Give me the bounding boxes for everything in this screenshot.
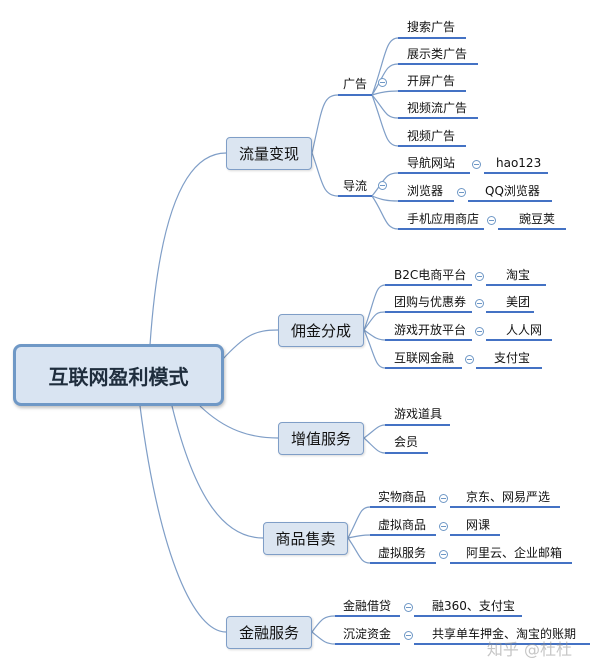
leaf-topic[interactable]: 游戏道具	[394, 407, 443, 421]
collapse-icon[interactable]	[439, 522, 448, 531]
example-topic[interactable]: 阿里云、企业邮箱	[466, 546, 563, 560]
leaf-topic[interactable]: 沉淀资金	[343, 627, 392, 641]
example-topic[interactable]: 融360、支付宝	[432, 599, 515, 613]
collapse-icon[interactable]	[439, 550, 448, 559]
topic-sales[interactable]: 商品售卖	[263, 522, 348, 555]
collapse-icon[interactable]	[475, 272, 484, 281]
example-topic[interactable]: 网课	[466, 518, 491, 532]
subtopic-ads[interactable]: 广告	[343, 77, 368, 91]
leaf-topic[interactable]: 开屏广告	[407, 74, 456, 88]
example-topic[interactable]: 人人网	[506, 323, 543, 337]
leaf-topic[interactable]: 游戏开放平台	[394, 323, 467, 337]
topic-commission[interactable]: 佣金分成	[278, 314, 364, 347]
leaf-topic[interactable]: 实物商品	[378, 490, 427, 504]
collapse-icon[interactable]	[378, 78, 387, 87]
collapse-icon[interactable]	[457, 188, 466, 197]
topic-traffic-monetization[interactable]: 流量变现	[226, 137, 312, 170]
example-topic[interactable]: hao123	[496, 156, 542, 170]
topic-value-added[interactable]: 增值服务	[278, 422, 364, 455]
collapse-icon[interactable]	[465, 355, 474, 364]
collapse-icon[interactable]	[439, 494, 448, 503]
leaf-topic[interactable]: 导航网站	[407, 156, 456, 170]
collapse-icon[interactable]	[472, 160, 481, 169]
example-topic[interactable]: QQ浏览器	[485, 184, 540, 198]
leaf-topic[interactable]: 虚拟商品	[378, 518, 427, 532]
example-topic[interactable]: 豌豆荚	[519, 212, 556, 226]
leaf-topic[interactable]: 会员	[394, 435, 419, 449]
leaf-topic[interactable]: 虚拟服务	[378, 546, 427, 560]
collapse-icon[interactable]	[404, 631, 413, 640]
leaf-topic[interactable]: 展示类广告	[407, 47, 468, 61]
collapse-icon[interactable]	[404, 603, 413, 612]
example-topic[interactable]: 支付宝	[494, 351, 531, 365]
collapse-icon[interactable]	[475, 299, 484, 308]
subtopic-guide[interactable]: 导流	[343, 179, 368, 193]
root-topic[interactable]: 互联网盈利模式	[13, 344, 224, 406]
example-topic[interactable]: 京东、网易严选	[466, 490, 551, 504]
collapse-icon[interactable]	[475, 327, 484, 336]
leaf-topic[interactable]: 视频广告	[407, 129, 456, 143]
leaf-topic[interactable]: 金融借贷	[343, 599, 392, 613]
leaf-topic[interactable]: 团购与优惠券	[394, 295, 467, 309]
leaf-topic[interactable]: 视频流广告	[407, 101, 468, 115]
leaf-topic[interactable]: B2C电商平台	[394, 268, 467, 282]
example-topic[interactable]: 美团	[506, 295, 531, 309]
leaf-topic[interactable]: 浏览器	[407, 184, 444, 198]
topic-finance[interactable]: 金融服务	[226, 616, 312, 649]
leaf-topic[interactable]: 手机应用商店	[407, 212, 480, 226]
watermark: 知乎 @杜杜	[486, 640, 572, 659]
collapse-icon[interactable]	[487, 216, 496, 225]
leaf-topic[interactable]: 搜索广告	[407, 20, 456, 34]
leaf-topic[interactable]: 互联网金融	[394, 351, 455, 365]
example-topic[interactable]: 淘宝	[506, 268, 531, 282]
collapse-icon[interactable]	[378, 181, 387, 190]
example-topic[interactable]: 共享单车押金、淘宝的账期	[432, 627, 577, 641]
